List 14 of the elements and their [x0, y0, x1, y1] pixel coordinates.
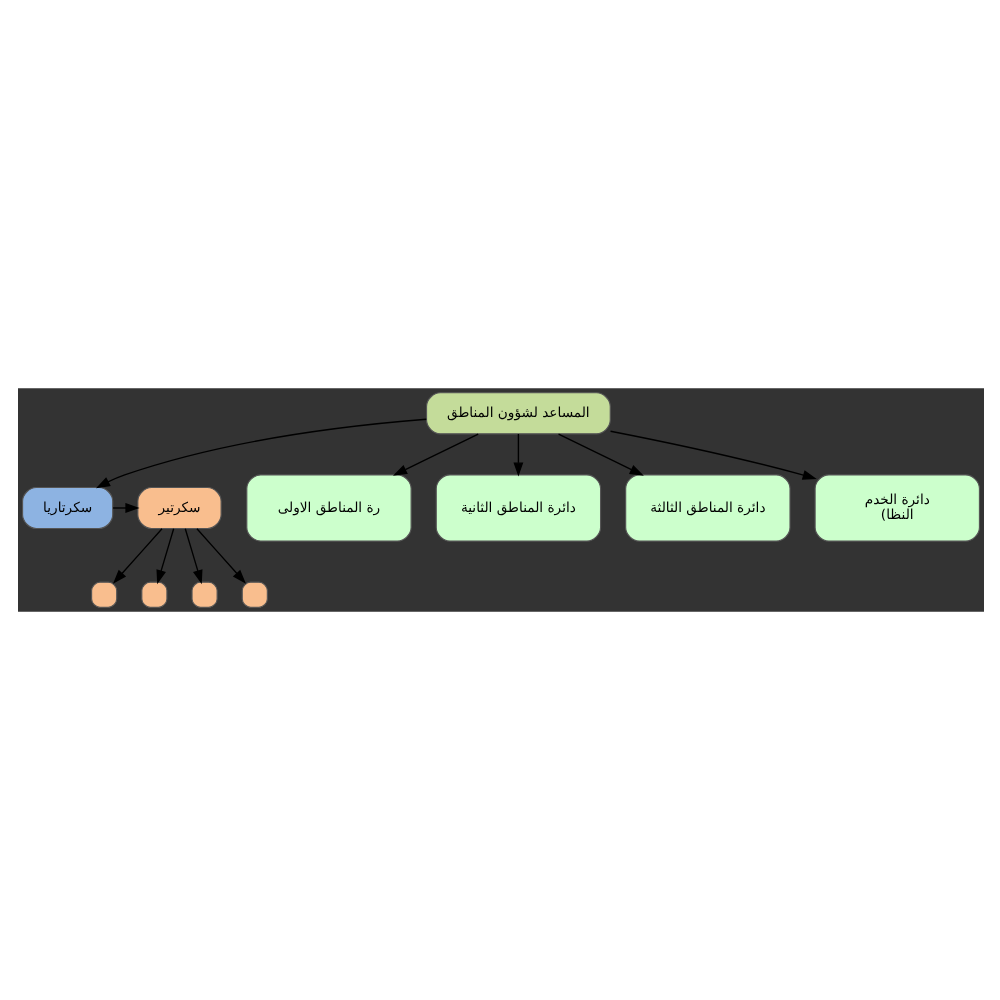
- arrow: [391, 433, 478, 476]
- arrow: [94, 418, 426, 489]
- arrow: [111, 503, 139, 513]
- arrow: [512, 433, 523, 477]
- arrow: [195, 528, 245, 584]
- node-box: [140, 581, 167, 608]
- arrow: [112, 528, 162, 584]
- arrow: [608, 430, 816, 480]
- arrow: [556, 433, 643, 476]
- node-box: [190, 581, 217, 608]
- arrow: [155, 528, 174, 585]
- node-box: [240, 581, 267, 608]
- node-box: [90, 581, 117, 608]
- arrow: [183, 528, 202, 585]
